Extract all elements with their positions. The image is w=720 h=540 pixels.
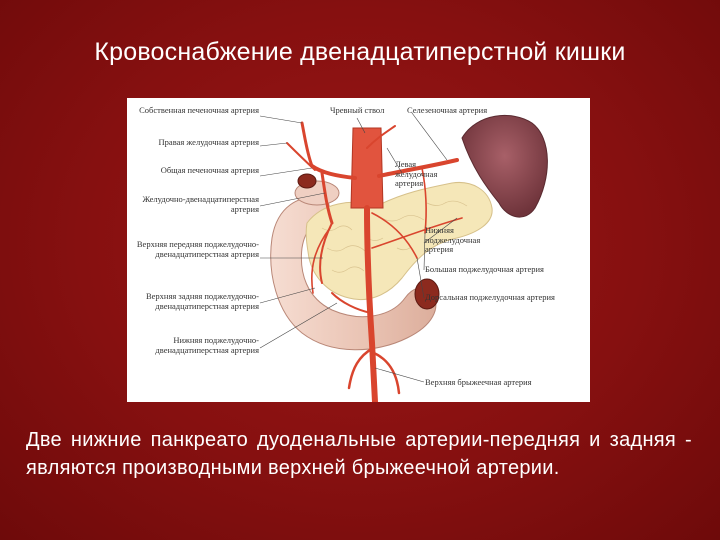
label-sup-mesenteric: Верхняя брыжеечная артерия — [425, 377, 532, 387]
anatomy-figure: Собственная печеночная артерия Правая же… — [127, 98, 590, 402]
pancreas — [305, 181, 493, 301]
slide-title: Кровоснабжение двенадцатиперстной кишки — [94, 38, 626, 66]
label-great-pancreatic: Большая поджелудочная артерия — [425, 264, 544, 274]
label-celiac-trunk: Чревный ствол — [330, 105, 385, 115]
aorta — [350, 127, 384, 209]
label-inf-pancreatic: Нижняя поджелудочная артерия — [425, 225, 481, 254]
label-own-hepatic: Собственная печеночная артерия — [139, 105, 259, 115]
label-inf-pd: Нижняя поджелудочно-двенадцатиперстная а… — [155, 335, 259, 355]
label-common-hepatic: Общая печеночная артерия — [160, 165, 259, 175]
slide-caption: Две нижние панкреато дуоденальные артери… — [26, 429, 692, 479]
label-splenic: Селезеночная артерия — [407, 105, 488, 115]
label-gastroduodenal: Желудочно-двенадцатиперстная артерия — [142, 194, 259, 214]
label-sup-post-pd: Верхняя задняя поджелудочно-двенадцатипе… — [145, 291, 259, 311]
spleen — [461, 114, 548, 218]
label-left-gastric: Левая желудочная артерия — [395, 159, 438, 188]
label-dorsal-pancreatic: Дорсальная поджелудочная артерия — [425, 292, 555, 302]
label-right-gastric: Правая желудочная артерия — [158, 137, 259, 147]
anatomy-illustration — [259, 112, 548, 402]
label-sup-ant-pd: Верхняя передняя поджелудочно-двенадцати… — [136, 239, 259, 259]
